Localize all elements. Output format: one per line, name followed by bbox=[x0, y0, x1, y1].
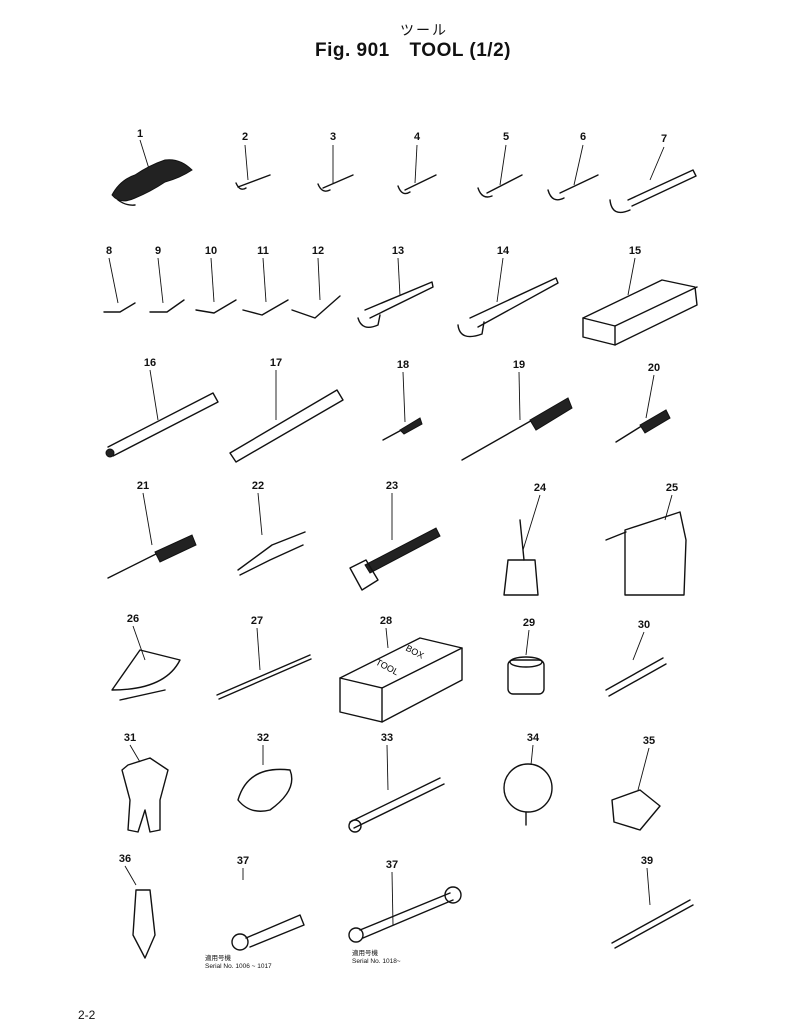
callout-7: 7 bbox=[660, 133, 668, 145]
socket-handle-16 bbox=[105, 392, 219, 458]
callout-1: 1 bbox=[136, 128, 144, 140]
hammer-23 bbox=[349, 527, 441, 591]
spanner-5 bbox=[477, 174, 523, 198]
callout-3: 3 bbox=[329, 131, 337, 143]
callout-35: 35 bbox=[642, 735, 656, 747]
serial-note-right-text: Serial No. 1018~ bbox=[352, 958, 401, 965]
callout-29: 29 bbox=[522, 617, 536, 629]
pliers-22 bbox=[237, 531, 306, 576]
callout-36: 36 bbox=[118, 853, 132, 865]
oiler-25 bbox=[605, 511, 687, 596]
callout-16: 16 bbox=[143, 357, 157, 369]
hose-37b bbox=[348, 886, 462, 943]
coveralls-31 bbox=[121, 757, 169, 833]
callout-8: 8 bbox=[105, 245, 113, 257]
callout-6: 6 bbox=[579, 131, 587, 143]
serial-note-right: 適用号機 Serial No. 1018~ bbox=[352, 950, 401, 966]
spanner-4 bbox=[397, 174, 437, 195]
callout-17: 17 bbox=[269, 357, 283, 369]
callout-23: 23 bbox=[385, 480, 399, 492]
callout-28: 28 bbox=[379, 615, 393, 627]
wrench-set-1 bbox=[111, 159, 193, 206]
callout-15: 15 bbox=[628, 245, 642, 257]
extension-bar-17 bbox=[229, 389, 344, 463]
screwdriver-18 bbox=[382, 417, 423, 441]
figure-title: Fig. 901 TOOL (1/2) bbox=[315, 40, 511, 62]
callout-30: 30 bbox=[637, 619, 651, 631]
callout-11: 11 bbox=[257, 245, 269, 257]
hose-39 bbox=[611, 899, 694, 949]
bar-27 bbox=[216, 654, 312, 700]
hex-key-11 bbox=[242, 299, 289, 316]
callout-37a: 37 bbox=[236, 855, 250, 867]
callout-37b: 37 bbox=[385, 859, 399, 871]
callout-26: 26 bbox=[126, 613, 140, 625]
valve-36 bbox=[132, 889, 156, 959]
figure-title-japanese: ツール bbox=[400, 22, 448, 38]
screwdriver-19 bbox=[461, 397, 573, 461]
callout-18: 18 bbox=[396, 359, 410, 371]
callout-22: 22 bbox=[251, 480, 265, 492]
callout-25: 25 bbox=[665, 482, 679, 494]
callout-31: 31 bbox=[123, 732, 137, 744]
callout-33: 33 bbox=[380, 732, 394, 744]
hex-key-12 bbox=[291, 295, 341, 319]
serial-note-left: 適用号機 Serial No. 1006 ~ 1017 bbox=[205, 955, 272, 971]
callout-39: 39 bbox=[640, 855, 654, 867]
cap-32 bbox=[237, 768, 293, 812]
hex-key-8 bbox=[103, 302, 136, 313]
extension-30 bbox=[605, 657, 667, 697]
leader-lines bbox=[108, 139, 673, 926]
figure-caption: TOOL (1/2) bbox=[409, 40, 511, 61]
adjustable-wrench-13 bbox=[357, 281, 434, 328]
tool-box-28: TOOL BOX bbox=[339, 637, 463, 723]
oil-can-24 bbox=[503, 519, 539, 596]
hose-33 bbox=[348, 777, 445, 833]
callout-34: 34 bbox=[526, 732, 540, 744]
serial-note-left-jp: 適用号機 bbox=[205, 955, 231, 962]
callout-9: 9 bbox=[154, 245, 162, 257]
callout-27: 27 bbox=[250, 615, 264, 627]
spanner-2 bbox=[235, 174, 271, 190]
screwdriver-21 bbox=[107, 534, 197, 579]
page-number: 2-2 bbox=[78, 1008, 96, 1022]
pressure-gauge-34 bbox=[503, 763, 553, 826]
adjustable-wrench-14 bbox=[457, 277, 559, 338]
callout-4: 4 bbox=[413, 131, 421, 143]
spanner-3 bbox=[317, 174, 354, 192]
callout-12: 12 bbox=[311, 245, 325, 257]
spanner-6 bbox=[547, 174, 599, 201]
serial-note-left-text: Serial No. 1006 ~ 1017 bbox=[205, 963, 272, 970]
hex-key-9 bbox=[149, 299, 185, 313]
callout-10: 10 bbox=[204, 245, 218, 257]
callout-21: 21 bbox=[136, 480, 150, 492]
callout-5: 5 bbox=[502, 131, 510, 143]
screwdriver-20 bbox=[615, 409, 671, 443]
callout-24: 24 bbox=[533, 482, 547, 494]
hex-key-10 bbox=[195, 299, 237, 314]
hose-37a bbox=[231, 914, 305, 951]
valve-35 bbox=[611, 789, 661, 831]
callout-20: 20 bbox=[647, 362, 661, 374]
box-label-box: BOX bbox=[404, 643, 425, 661]
callout-2: 2 bbox=[241, 131, 249, 143]
tool-case-15 bbox=[582, 279, 698, 346]
socket-29 bbox=[507, 656, 545, 695]
callout-13: 13 bbox=[391, 245, 405, 257]
callout-32: 32 bbox=[256, 732, 270, 744]
callout-19: 19 bbox=[512, 359, 526, 371]
figure-number: Fig. 901 bbox=[315, 40, 390, 61]
box-label-tool: TOOL bbox=[374, 657, 400, 677]
serial-note-right-jp: 適用号機 bbox=[352, 950, 378, 957]
callout-14: 14 bbox=[496, 245, 510, 257]
spanner-7 bbox=[609, 169, 697, 214]
feeler-gauge-26 bbox=[111, 649, 181, 701]
